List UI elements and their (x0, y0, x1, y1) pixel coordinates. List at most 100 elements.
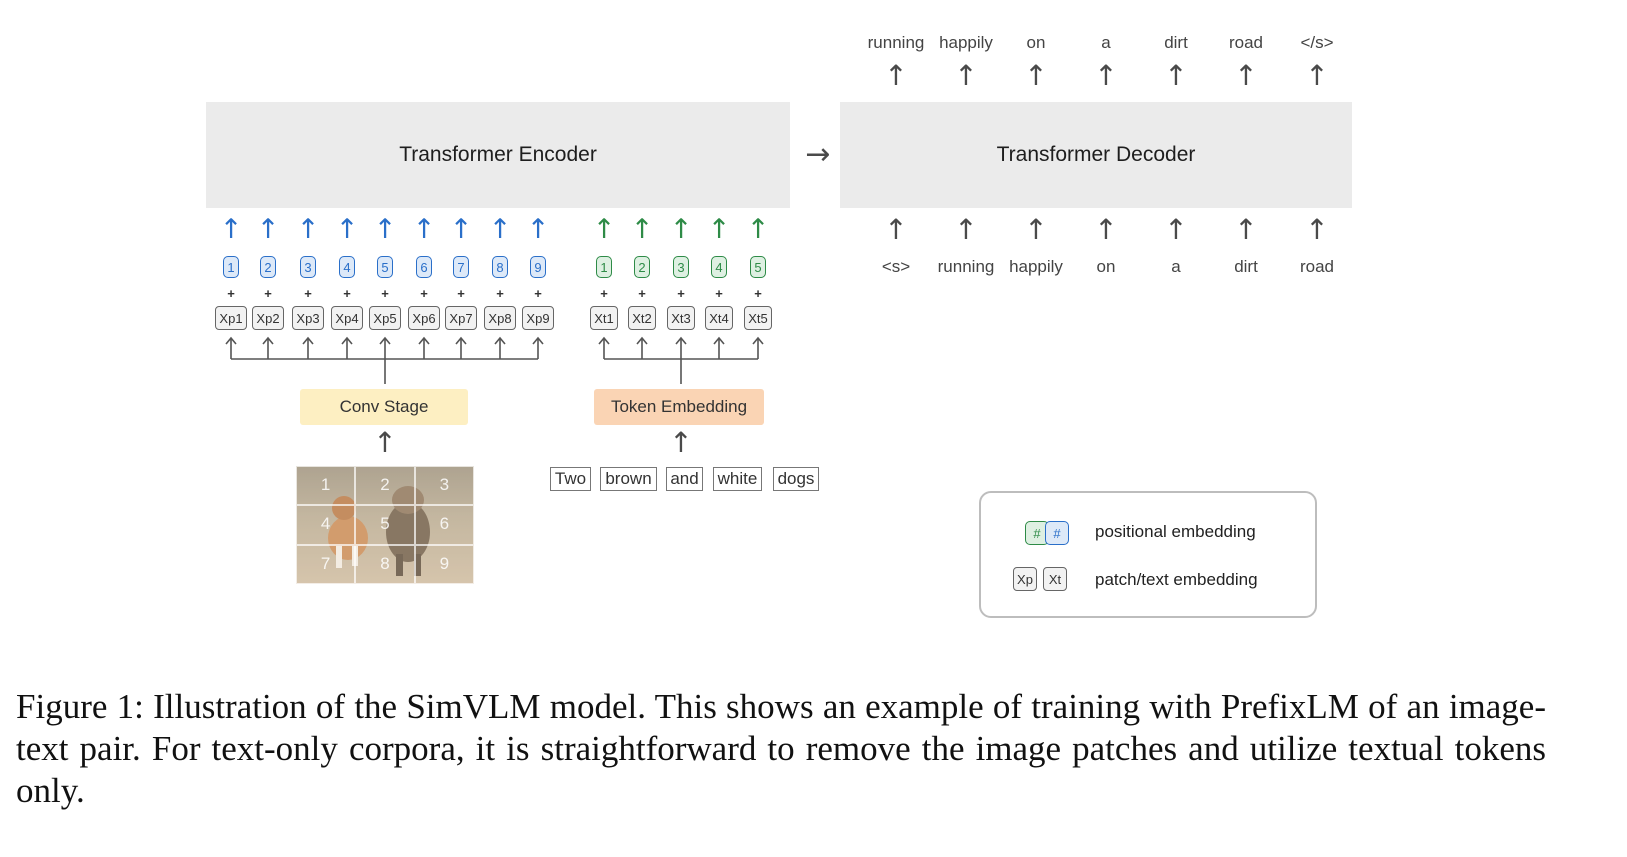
patch-position-embedding: 4 (339, 256, 355, 278)
text-position-embedding: 5 (750, 256, 766, 278)
up-arrow-icon: ↑ (1024, 59, 1048, 92)
patch-position-embedding: 7 (453, 256, 469, 278)
up-arrow-icon: ↑ (1094, 213, 1118, 246)
up-arrow-icon: ↑ (1024, 213, 1048, 246)
token-embedding-box: Token Embedding (594, 389, 764, 425)
bracket-arrow (636, 336, 648, 359)
patch-embedding: Xp3 (292, 306, 324, 330)
blue-up-arrow-icon: ↑ (373, 214, 397, 245)
up-arrow-icon: ↑ (1305, 213, 1329, 246)
green-up-arrow-icon: ↑ (669, 214, 693, 245)
patch-embedding: Xp2 (252, 306, 284, 330)
decoder-label: Transformer Decoder (996, 143, 1196, 166)
green-up-arrow-icon: ↑ (707, 214, 731, 245)
text-embedding: Xt5 (744, 306, 772, 330)
plus-sign: + (304, 286, 312, 301)
plus-sign: + (754, 286, 762, 301)
input-word: Two (550, 467, 591, 491)
conv-stage-box: Conv Stage (300, 389, 468, 425)
decoder-output-token: happily (939, 33, 993, 52)
patch-position-embedding: 5 (377, 256, 393, 278)
bracket-arrow (302, 336, 314, 359)
green-up-arrow-icon: ↑ (746, 214, 770, 245)
plus-sign: + (677, 286, 685, 301)
patch-embedding: Xp1 (215, 306, 247, 330)
plus-sign: + (534, 286, 542, 301)
blue-up-arrow-icon: ↑ (449, 214, 473, 245)
encoder-label: Transformer Encoder (399, 143, 597, 166)
patch-embedding: Xp5 (369, 306, 401, 330)
plus-sign: + (496, 286, 504, 301)
bracket-arrow (675, 336, 687, 359)
text-embedding: Xt3 (667, 306, 695, 330)
image-patch: 9 (414, 544, 474, 584)
encoder-to-decoder-arrow: → (805, 137, 831, 172)
patch-position-embedding: 8 (492, 256, 508, 278)
decoder-input-token: happily (1009, 257, 1063, 276)
words-to-token-embedding-arrow: ↑ (669, 426, 693, 459)
up-arrow-icon: ↑ (1234, 213, 1258, 246)
legend-xp-swatch: Xp (1013, 567, 1037, 591)
blue-up-arrow-icon: ↑ (412, 214, 436, 245)
green-up-arrow-icon: ↑ (630, 214, 654, 245)
bracket-arrow (225, 336, 237, 359)
patch-position-embedding: 1 (223, 256, 239, 278)
plus-sign: + (420, 286, 428, 301)
input-word: brown (600, 467, 657, 491)
image-patch: 8 (355, 544, 415, 584)
decoder-input-token: running (937, 257, 995, 276)
transformer-encoder: Transformer Encoder (206, 102, 790, 208)
legend-emb-label: patch/text embedding (1095, 570, 1258, 589)
patch-embedding: Xp8 (484, 306, 516, 330)
legend-xt-swatch: Xt (1043, 567, 1067, 591)
input-word: white (713, 467, 762, 491)
decoder-input-token: <s> (881, 257, 911, 276)
blue-up-arrow-icon: ↑ (296, 214, 320, 245)
patch-position-embedding: 2 (260, 256, 276, 278)
plus-sign: + (715, 286, 723, 301)
text-embedding: Xt4 (705, 306, 733, 330)
input-word: and (666, 467, 703, 491)
blue-up-arrow-icon: ↑ (488, 214, 512, 245)
decoder-input-token: a (1171, 257, 1181, 276)
decoder-input-token: road (1299, 257, 1335, 276)
patch-embedding: Xp4 (331, 306, 363, 330)
up-arrow-icon: ↑ (1305, 59, 1329, 92)
plus-sign: + (343, 286, 351, 301)
decoder-input-token: dirt (1234, 257, 1258, 276)
up-arrow-icon: ↑ (1234, 59, 1258, 92)
bracket-arrow (532, 336, 544, 359)
up-arrow-icon: ↑ (884, 213, 908, 246)
plus-sign: + (457, 286, 465, 301)
blue-up-arrow-icon: ↑ (335, 214, 359, 245)
green-up-arrow-icon: ↑ (592, 214, 616, 245)
token-embedding-label: Token Embedding (610, 397, 748, 416)
decoder-output-token: a (1101, 33, 1111, 52)
image-patch: 5 (355, 505, 415, 545)
decoder-output-token: dirt (1164, 33, 1188, 52)
plus-sign: + (381, 286, 389, 301)
plus-sign: + (600, 286, 608, 301)
terrier-shape (386, 502, 430, 562)
decoder-output-token: on (1026, 33, 1046, 52)
image-patch: 2 (355, 466, 415, 506)
input-word: dogs (773, 467, 819, 491)
blue-up-arrow-icon: ↑ (219, 214, 243, 245)
bracket-arrow (598, 336, 610, 359)
legend-blue-pos-swatch: # (1045, 521, 1069, 545)
figure-caption: Figure 1: Illustration of the SimVLM mod… (16, 687, 1546, 810)
text-embedding: Xt1 (590, 306, 618, 330)
conv-stage-label: Conv Stage (339, 397, 429, 416)
bracket-arrow (379, 336, 391, 359)
image-to-conv-arrow: ↑ (373, 426, 397, 459)
blue-up-arrow-icon: ↑ (526, 214, 550, 245)
up-arrow-icon: ↑ (1094, 59, 1118, 92)
blue-up-arrow-icon: ↑ (256, 214, 280, 245)
patch-position-embedding: 6 (416, 256, 432, 278)
dogs-photo (296, 466, 474, 584)
legend: # # positional embedding Xp Xt patch/tex… (979, 491, 1317, 618)
text-position-embedding: 3 (673, 256, 689, 278)
decoder-output-token: road (1228, 33, 1264, 52)
